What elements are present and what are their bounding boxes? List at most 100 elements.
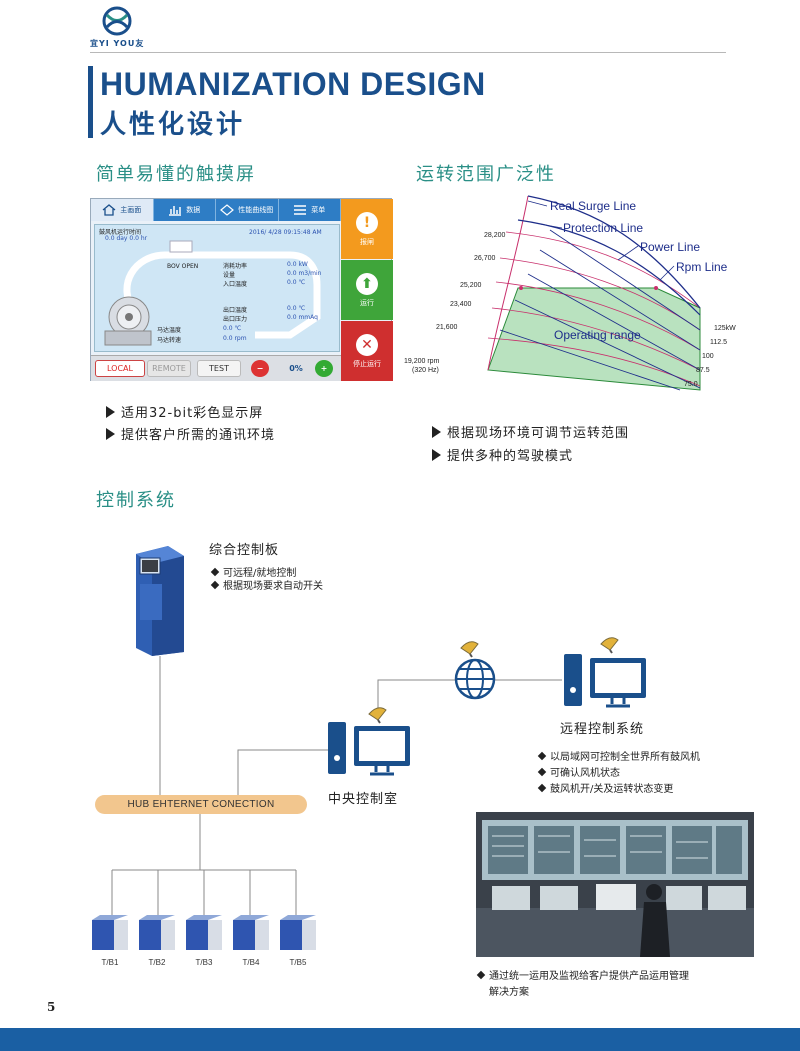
label-leader	[659, 265, 675, 281]
bullet-text: 根据现场要求自动开关	[223, 581, 323, 592]
label-leader	[617, 245, 639, 261]
rpm-tick: 26,700	[474, 255, 496, 262]
reading-value: 0.0 ℃	[223, 325, 242, 332]
remote-bullet-2: 可确认风机状态	[537, 764, 620, 779]
network-lines	[111, 656, 562, 918]
blower-unit-icon	[186, 915, 222, 950]
remote-computer-icon	[564, 654, 646, 708]
curve-icon	[220, 204, 235, 216]
reading-value: 0.0 ℃	[287, 305, 306, 312]
page-title-en: HUMANIZATION DESIGN	[100, 66, 486, 102]
hmi-side-label: 停止运行	[353, 359, 381, 368]
title-accent-bar	[88, 66, 93, 138]
bullet-text: 提供客户所需的通讯环境	[121, 428, 276, 443]
rpm-tick: 28,200	[484, 232, 506, 239]
blower-unit-icon	[139, 915, 175, 950]
plus-icon[interactable]: +	[315, 360, 333, 377]
hmi-tab-data[interactable]: 数据	[154, 199, 216, 221]
central-computer-icon	[328, 722, 410, 776]
triangle-bullet-icon	[106, 428, 115, 440]
hmi-side-label: 运行	[360, 298, 374, 307]
diamond-bullet-icon	[476, 970, 486, 980]
blower-label: T/B3	[195, 958, 213, 967]
rpm-tick: 21,600	[436, 324, 458, 331]
hmi-tab-menu[interactable]: 菜单	[279, 199, 341, 221]
footer-bar	[0, 1028, 800, 1051]
satellite-dish-icon	[460, 641, 479, 658]
turbo-blower-1: T/B1	[90, 914, 130, 967]
blower-unit-icon	[233, 915, 269, 950]
power-tick: 75.0	[684, 381, 698, 388]
brand-logo	[95, 6, 139, 36]
hmi-tab-bar: 主画面 数据 性能曲线图 菜单	[91, 199, 341, 221]
power-tick: 87.5	[696, 367, 710, 374]
turbo-blower-3: T/B3	[184, 914, 224, 967]
power-line-label: Power Line	[640, 240, 701, 254]
test-button[interactable]: TEST	[197, 360, 241, 377]
blower-diagram	[104, 240, 321, 346]
range-bullet-2: 提供多种的驾驶模式	[432, 445, 573, 464]
surge-boundary	[487, 195, 529, 371]
reading-value: 0.0 mmAq	[287, 314, 318, 321]
page-number: 5	[47, 1000, 56, 1014]
blower-unit-icon	[92, 915, 128, 950]
reading-label: 马达温度	[157, 327, 182, 334]
header-rule	[90, 52, 726, 53]
reading-value: 0.0 ℃	[287, 279, 306, 286]
turbo-blower-4: T/B4	[231, 914, 271, 967]
operating-region	[487, 287, 701, 391]
triangle-bullet-icon	[432, 426, 441, 438]
blower-unit-icon	[280, 915, 316, 950]
control-panel-title: 综合控制板	[209, 543, 280, 558]
rpm-tick: (320 Hz)	[412, 367, 439, 374]
remote-button[interactable]: REMOTE	[147, 360, 191, 377]
hmi-tab-curve[interactable]: 性能曲线图	[216, 199, 279, 221]
hub-ethernet-label: HUB EHTERNET CONECTION	[95, 795, 307, 814]
central-room-label: 中央控制室	[328, 792, 399, 807]
power-tick: 125kW	[714, 325, 736, 332]
remote-system-title: 远程控制系统	[560, 722, 645, 737]
blower-label: T/B5	[289, 958, 307, 967]
globe-icon	[454, 658, 496, 700]
minus-icon[interactable]: −	[251, 360, 269, 377]
touch-bullet-1: 适用32-bit彩色显示屏	[106, 402, 263, 421]
remote-bullet-1: 以局域网可控制全世界所有鼓风机	[537, 748, 700, 763]
operating-range-label: Operating range	[554, 328, 641, 342]
reading-value: 0.0 m3/min	[287, 270, 322, 277]
power-curves	[499, 229, 701, 391]
hmi-alarm-button[interactable]: ! 报闸	[341, 199, 393, 259]
diamond-bullet-icon	[210, 580, 220, 590]
real-surge-line-label: Real Surge Line	[550, 199, 637, 213]
control-panel-kiosk	[136, 546, 184, 656]
control-system-heading: 控制系统	[96, 490, 176, 511]
hmi-bottom-bar: LOCAL REMOTE TEST − 0% +	[91, 355, 341, 381]
label-leader	[539, 223, 563, 229]
reading-label: 消耗功率	[223, 263, 248, 270]
range-marker	[519, 286, 523, 290]
brand-name: 宜YI YOU友	[90, 39, 145, 48]
menu-icon	[294, 205, 307, 215]
hmi-stop-button[interactable]: ✕ 停止运行	[341, 321, 393, 381]
bullet-text: 适用32-bit彩色显示屏	[121, 406, 264, 421]
blower-label: T/B2	[148, 958, 166, 967]
control-room-illustration	[476, 812, 754, 957]
satellite-dish-icon	[368, 707, 387, 724]
alarm-icon: !	[356, 211, 378, 234]
local-button[interactable]: LOCAL	[95, 360, 145, 377]
close-icon: ✕	[356, 333, 378, 356]
bullet-text: 可确认风机状态	[550, 768, 620, 779]
range-marker	[654, 286, 658, 290]
home-icon	[102, 204, 116, 216]
hmi-tab-main[interactable]: 主画面	[91, 199, 154, 221]
hmi-touch-screen: 主画面 数据 性能曲线图 菜单 鼓风机运行时间 0.0 day 0.0 hr 2…	[90, 198, 393, 381]
control-room-photo	[476, 812, 754, 957]
output-percent: 0%	[289, 364, 303, 373]
power-tick: 100	[702, 353, 714, 360]
blower-label: T/B1	[101, 958, 119, 967]
page-title-cn: 人性化设计	[100, 110, 246, 140]
rpm-tick: 19,200 rpm	[404, 358, 440, 365]
operating-range-heading: 运转范围广泛性	[416, 164, 556, 185]
hmi-run-button[interactable]: ⬆ 运行	[341, 260, 393, 320]
runtime-value: 0.0 day 0.0 hr	[105, 235, 148, 242]
bullet-text: 鼓风机开/关及运转状态变更	[550, 784, 674, 795]
